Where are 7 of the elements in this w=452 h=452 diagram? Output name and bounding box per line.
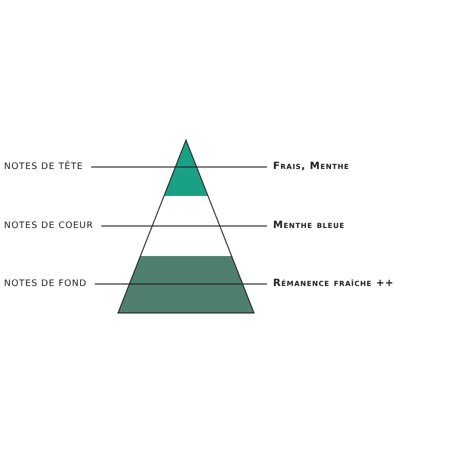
- connector-line: [90, 166, 268, 168]
- note-category: NOTES DE COEUR: [4, 220, 94, 232]
- note-description: Rémanence fraîche ++: [273, 278, 394, 290]
- note-description: Menthe bleue: [273, 220, 345, 232]
- note-category: NOTES DE FOND: [4, 278, 87, 290]
- note-description: Frais, Menthe: [273, 161, 350, 173]
- note-category: NOTES DE TÊTE: [4, 161, 84, 173]
